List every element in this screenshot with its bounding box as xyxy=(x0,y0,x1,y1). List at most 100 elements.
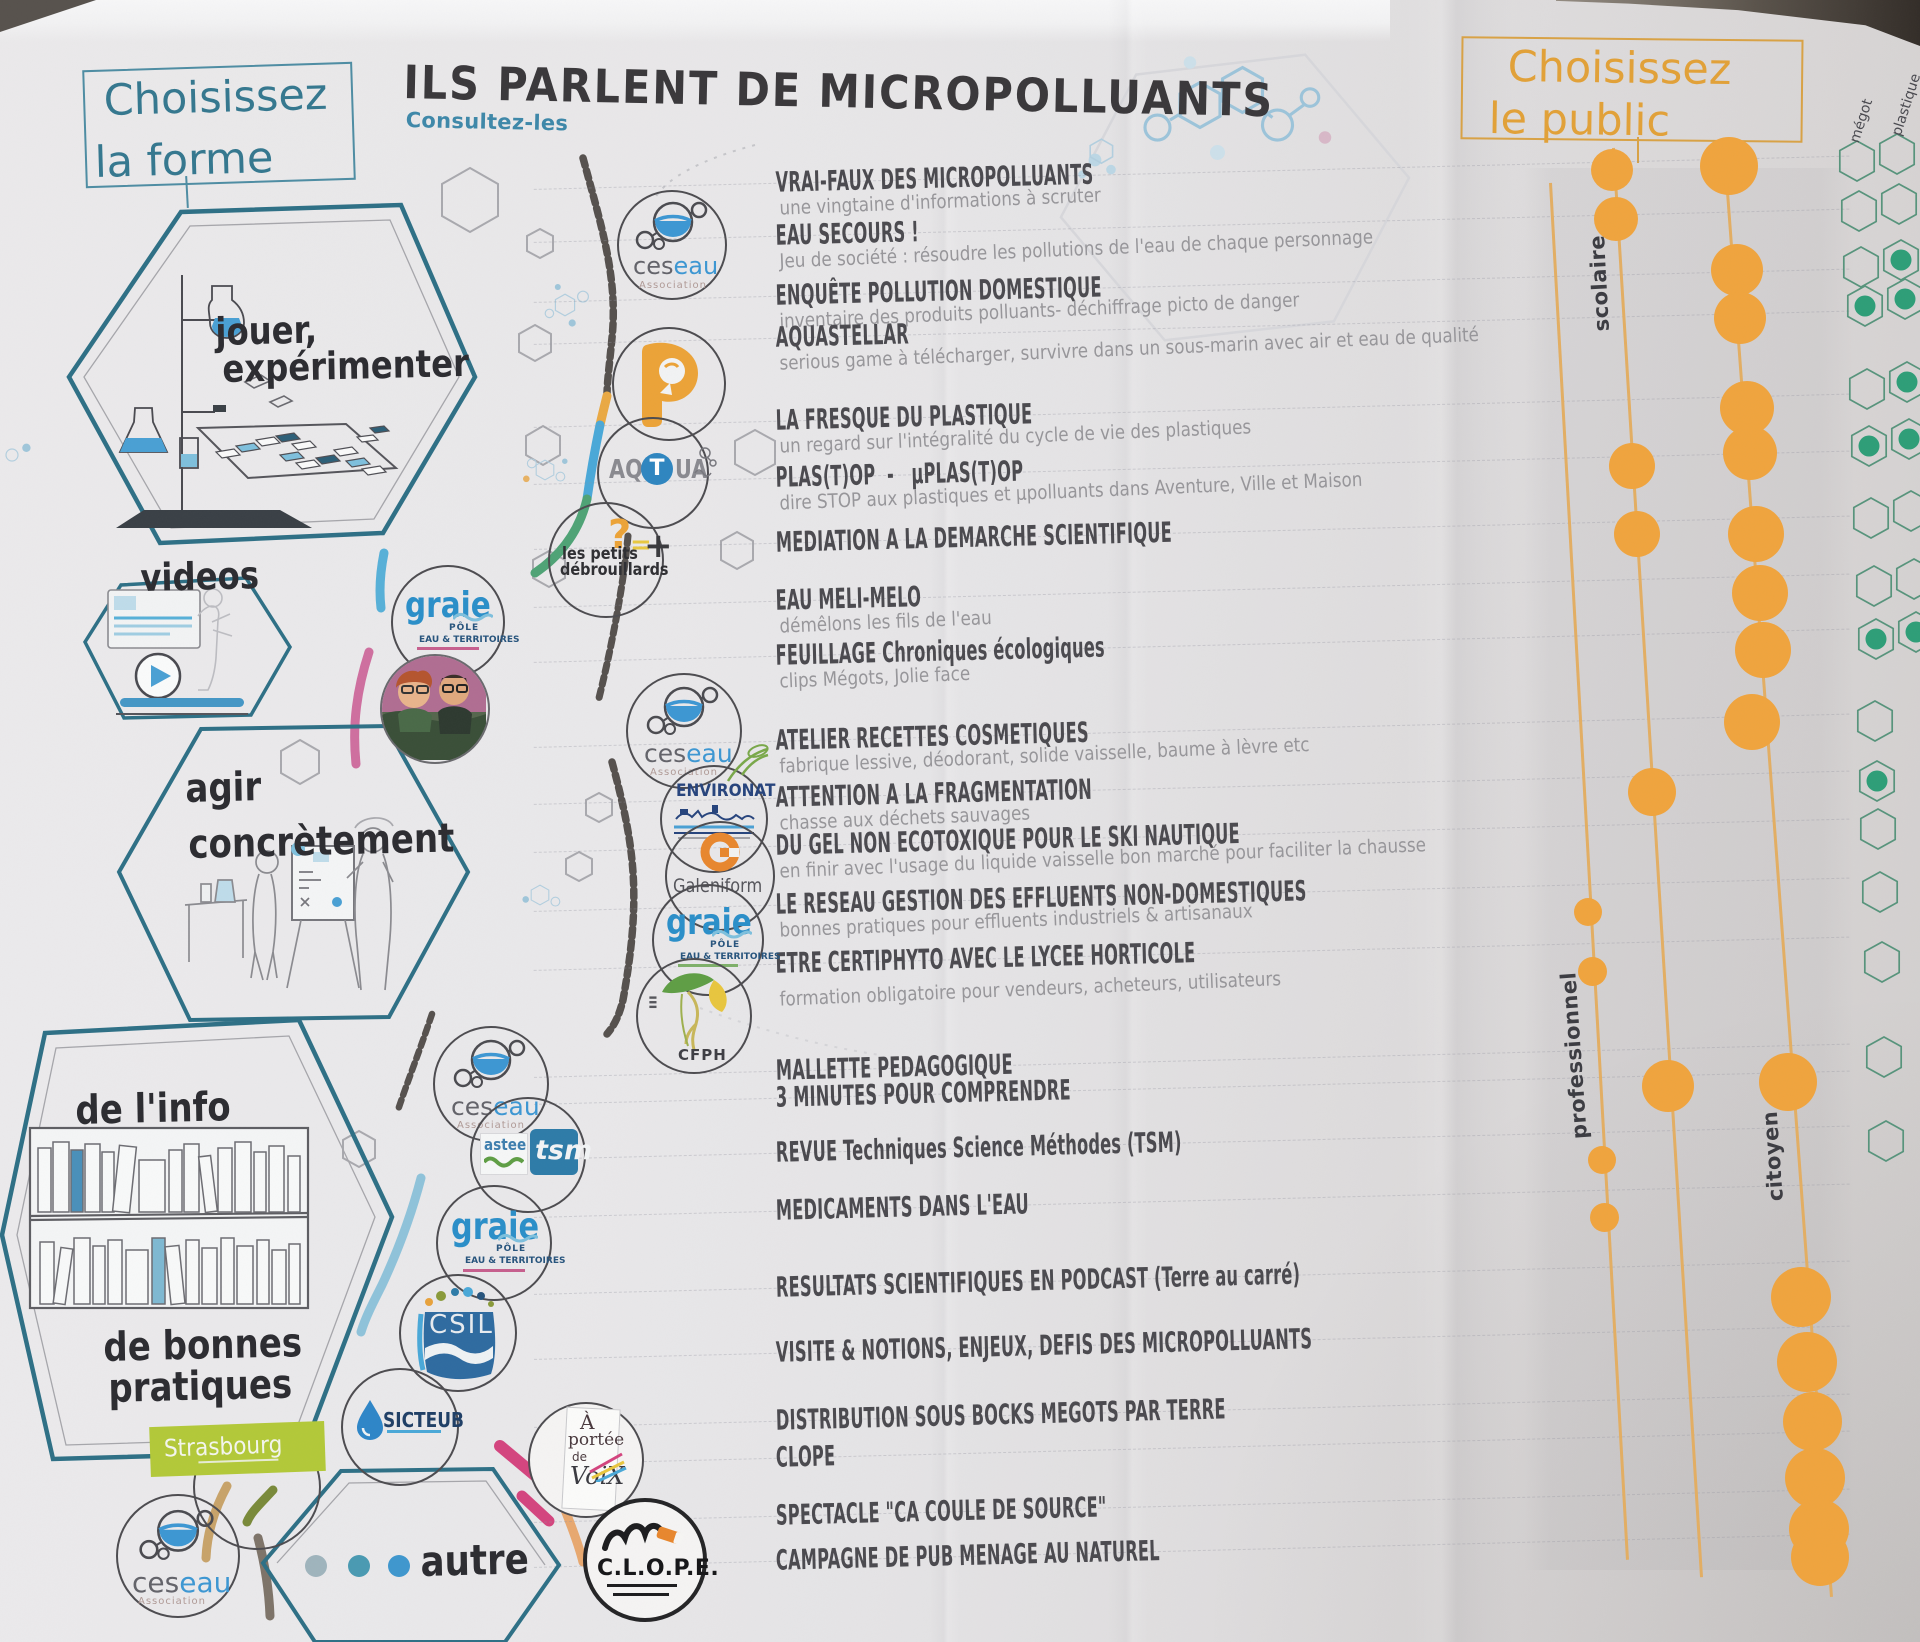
graie-sub1: PÔLE xyxy=(496,1244,527,1254)
graie-wave-icon xyxy=(712,929,752,939)
ceseau-sub: Association xyxy=(138,1596,206,1607)
honeycomb-cell-mégot xyxy=(1848,423,1890,469)
environat-plant-icon xyxy=(726,744,769,782)
honeycomb-cell-mégot xyxy=(1844,283,1886,329)
public-dot-citoyen xyxy=(1782,1391,1842,1451)
public-dot-citoyen xyxy=(1714,292,1766,344)
public-dot-citoyen xyxy=(1723,426,1777,480)
graie-sub1: PÔLE xyxy=(710,940,741,950)
honeycomb-cell-plastique xyxy=(1884,276,1920,322)
public-heading-line2: le public xyxy=(1488,94,1671,147)
graie-sub2: EAU & TERRITOIRES xyxy=(465,1256,566,1266)
tsm-word: tsm xyxy=(535,1135,593,1166)
ceseau-molecule-icon xyxy=(139,1509,214,1560)
sicteub-word: SICTEUB xyxy=(383,1408,465,1432)
page-subtitle: Consultez-les xyxy=(405,108,569,136)
ceseau-word-b: eau xyxy=(179,1566,232,1599)
graie-sub2: EAU & TERRITOIRES xyxy=(419,635,520,645)
clope-word: C.L.O.P.E. xyxy=(597,1556,720,1581)
public-dot-professionnel xyxy=(1589,1202,1619,1232)
public-dot-professionnel xyxy=(1577,956,1607,986)
honeycomb-cell-mégot xyxy=(1863,1034,1905,1080)
honeycomb-cell-mégot xyxy=(1859,869,1901,915)
logo-clope[interactable]: C.L.O.P.E. xyxy=(583,1498,719,1622)
public-heading-line1: Choisissez xyxy=(1507,42,1732,96)
public-dot-citoyen xyxy=(1711,244,1763,296)
sicteub-underline xyxy=(387,1430,441,1433)
cfph-word: CFPH xyxy=(678,1046,727,1064)
graie-sub1: PÔLE xyxy=(449,623,480,633)
logo-ceseau[interactable]: ceseau Association xyxy=(116,1494,240,1618)
public-dot-scolaire xyxy=(1614,511,1660,557)
debrouillards-line2: débrouillards xyxy=(560,560,669,580)
public-dot-citoyen xyxy=(1735,622,1791,678)
public-dot-scolaire xyxy=(1609,443,1655,489)
public-dot-citoyen xyxy=(1728,506,1784,562)
public-dot-citoyen xyxy=(1724,694,1780,750)
cfph-leaf-icon xyxy=(662,973,727,1051)
astee-wave-icon xyxy=(484,1156,524,1168)
honeycomb-cell-mégot xyxy=(1857,806,1899,852)
public-dot-citoyen xyxy=(1791,1528,1849,1586)
csil-word: CSIL xyxy=(429,1310,494,1340)
honeycomb-cell-plastique xyxy=(1890,488,1920,534)
logo-ceseau[interactable]: ceseau Association xyxy=(617,190,727,300)
hex-label-agir: agir xyxy=(185,764,262,812)
graie-wave-icon xyxy=(498,1233,538,1243)
public-dot-citoyen xyxy=(1732,565,1788,621)
public-dot-scolaire xyxy=(1642,1060,1694,1112)
public-dot-professionnel xyxy=(1588,1146,1616,1174)
honeycomb-cell-plastique xyxy=(1893,556,1920,602)
public-dot-professionnel xyxy=(1574,898,1602,926)
honeycomb-cell-mégot xyxy=(1853,563,1895,609)
axis-label-scolaire[interactable]: scolaire xyxy=(1584,234,1614,332)
graie-underline xyxy=(417,647,479,650)
honeycomb-cell-mégot xyxy=(1846,366,1888,412)
forme-heading-line1: Choisissez xyxy=(103,69,329,126)
graie-wave-icon xyxy=(453,612,493,622)
clope-subline2 xyxy=(613,1593,669,1596)
ceseau-word-b: eau xyxy=(673,252,719,280)
honeycomb-cell-mégot xyxy=(1854,698,1896,744)
honeycomb-cell-mégot xyxy=(1850,495,1892,541)
aquastellar-icon xyxy=(642,342,698,427)
ceseau-word-a: ces xyxy=(644,739,687,768)
honeycomb-cell-plastique xyxy=(1895,609,1920,655)
ceseau-molecule-icon xyxy=(646,686,719,735)
honeycomb-cell-plastique xyxy=(1876,131,1918,177)
public-dot-citoyen xyxy=(1700,137,1758,195)
strasbourg-word: Strasbourg xyxy=(163,1430,283,1463)
photo-feuillage-people[interactable] xyxy=(380,654,490,764)
honeycomb-cell-mégot xyxy=(1855,616,1897,662)
ceseau-molecule-icon xyxy=(453,1039,526,1088)
honeycomb-cell-mégot xyxy=(1861,939,1903,985)
hex-label-videos: videos xyxy=(140,553,260,600)
honeycomb-cell-mégot xyxy=(1856,758,1898,804)
logo-cfph[interactable]: CFPH ▌▌▌ xyxy=(636,958,752,1074)
cfph-side-text: ▌▌▌ xyxy=(650,994,657,1008)
aportee-pencils-icon xyxy=(589,1452,627,1482)
galeniform-g-icon xyxy=(700,832,740,872)
logo-debrouillards[interactable]: ? = + les petits débrouillards xyxy=(548,502,673,618)
hex-label-experimenter: expérimenter xyxy=(222,340,470,391)
honeycomb-cell-plastique xyxy=(1878,181,1920,227)
logo-strasbourg[interactable]: Strasbourg xyxy=(149,1420,326,1478)
honeycomb-cell-mégot xyxy=(1865,1118,1907,1164)
logo-sicteub[interactable]: SICTEUB xyxy=(341,1368,464,1486)
honeycomb-cell-plastique xyxy=(1886,359,1920,405)
aqtua-part-t: T xyxy=(641,453,673,485)
ceseau-word-a: ces xyxy=(633,252,674,280)
hex-label-pratiques: pratiques xyxy=(108,1361,293,1412)
hex-label-autre: autre xyxy=(420,1534,530,1586)
graie-underline xyxy=(463,1269,525,1272)
honeycomb-cell-plastique xyxy=(1888,416,1920,462)
honeycomb-cell-mégot xyxy=(1838,188,1880,234)
ceseau-sub: Association xyxy=(639,280,707,291)
hex-label-concretement: concrètement xyxy=(188,815,455,868)
ceseau-molecule-icon xyxy=(635,201,708,250)
public-dot-scolaire xyxy=(1591,149,1633,191)
aqtua-doodle-icon xyxy=(694,447,717,477)
public-dot-citoyen xyxy=(1771,1267,1831,1327)
aqtua-part-a: AQ xyxy=(609,455,643,485)
